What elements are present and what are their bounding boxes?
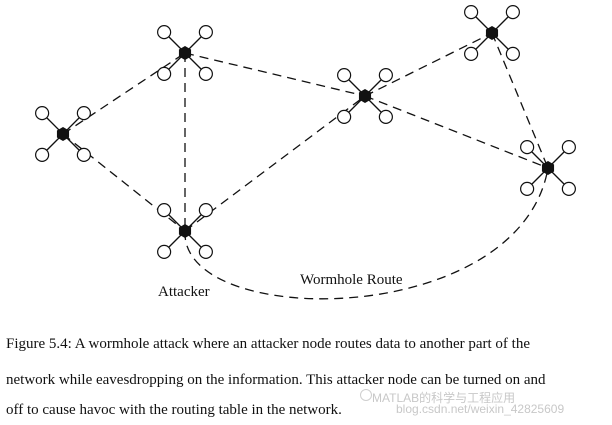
drone-body-icon [485, 26, 499, 40]
rotor-icon [520, 140, 535, 155]
attacker-label: Attacker [158, 284, 210, 300]
node-top-left-drone-icon [157, 25, 213, 81]
rotor-icon [35, 106, 50, 121]
rotor-icon [337, 68, 352, 83]
rotor-icon [157, 244, 172, 259]
drone-body-icon [541, 161, 555, 175]
rotor-icon [198, 244, 213, 259]
figure-caption-line-2: network while eavesdropping on the infor… [6, 372, 546, 388]
rotor-icon [337, 109, 352, 124]
rotor-icon [505, 5, 520, 20]
rotor-icon [198, 25, 213, 40]
watermark-title: MATLAB的科学与工程应用 [372, 391, 516, 405]
rotor-icon [198, 203, 213, 218]
drone-body-icon [358, 89, 372, 103]
watermark-logo-icon [360, 389, 372, 401]
wormhole-route-path [184, 167, 549, 300]
rotor-icon [157, 66, 172, 81]
drone-body-icon [178, 46, 192, 60]
rotor-icon [157, 25, 172, 40]
rotor-icon [378, 109, 393, 124]
node-center-drone-icon [337, 68, 393, 124]
figure-caption-line-1: Figure 5.4: A wormhole attack where an a… [6, 336, 530, 352]
drone-body-icon [178, 224, 192, 238]
rotor-icon [505, 46, 520, 61]
rotor-icon [76, 106, 91, 121]
rotor-icon [464, 46, 479, 61]
rotor-icon [520, 181, 535, 196]
drone-nodes [35, 5, 576, 259]
watermark-url: blog.csdn.net/weixin_42825609 [396, 402, 565, 416]
rotor-icon [157, 203, 172, 218]
link-node-attacker-to-node-center [184, 95, 366, 232]
wormhole-route-label: Wormhole Route [300, 272, 403, 288]
network-links [62, 32, 549, 232]
node-top-right-drone-icon [464, 5, 520, 61]
rotor-icon [198, 66, 213, 81]
link-node-center-to-node-right [364, 95, 549, 169]
link-node-left-to-node-attacker [62, 133, 186, 232]
link-node-center-to-node-top-right [364, 32, 493, 97]
link-node-top-left-to-node-center [184, 52, 366, 97]
link-node-left-to-node-top-left [62, 52, 186, 135]
node-left-drone-icon [35, 106, 91, 162]
rotor-icon [378, 68, 393, 83]
node-attacker-drone-icon [157, 203, 213, 259]
rotor-icon [561, 181, 576, 196]
link-node-top-right-to-node-right [491, 32, 549, 169]
rotor-icon [76, 147, 91, 162]
drone-body-icon [56, 127, 70, 141]
rotor-icon [464, 5, 479, 20]
node-right-drone-icon [520, 140, 576, 196]
rotor-icon [35, 147, 50, 162]
rotor-icon [561, 140, 576, 155]
figure-caption-line-3: off to cause havoc with the routing tabl… [6, 402, 342, 418]
